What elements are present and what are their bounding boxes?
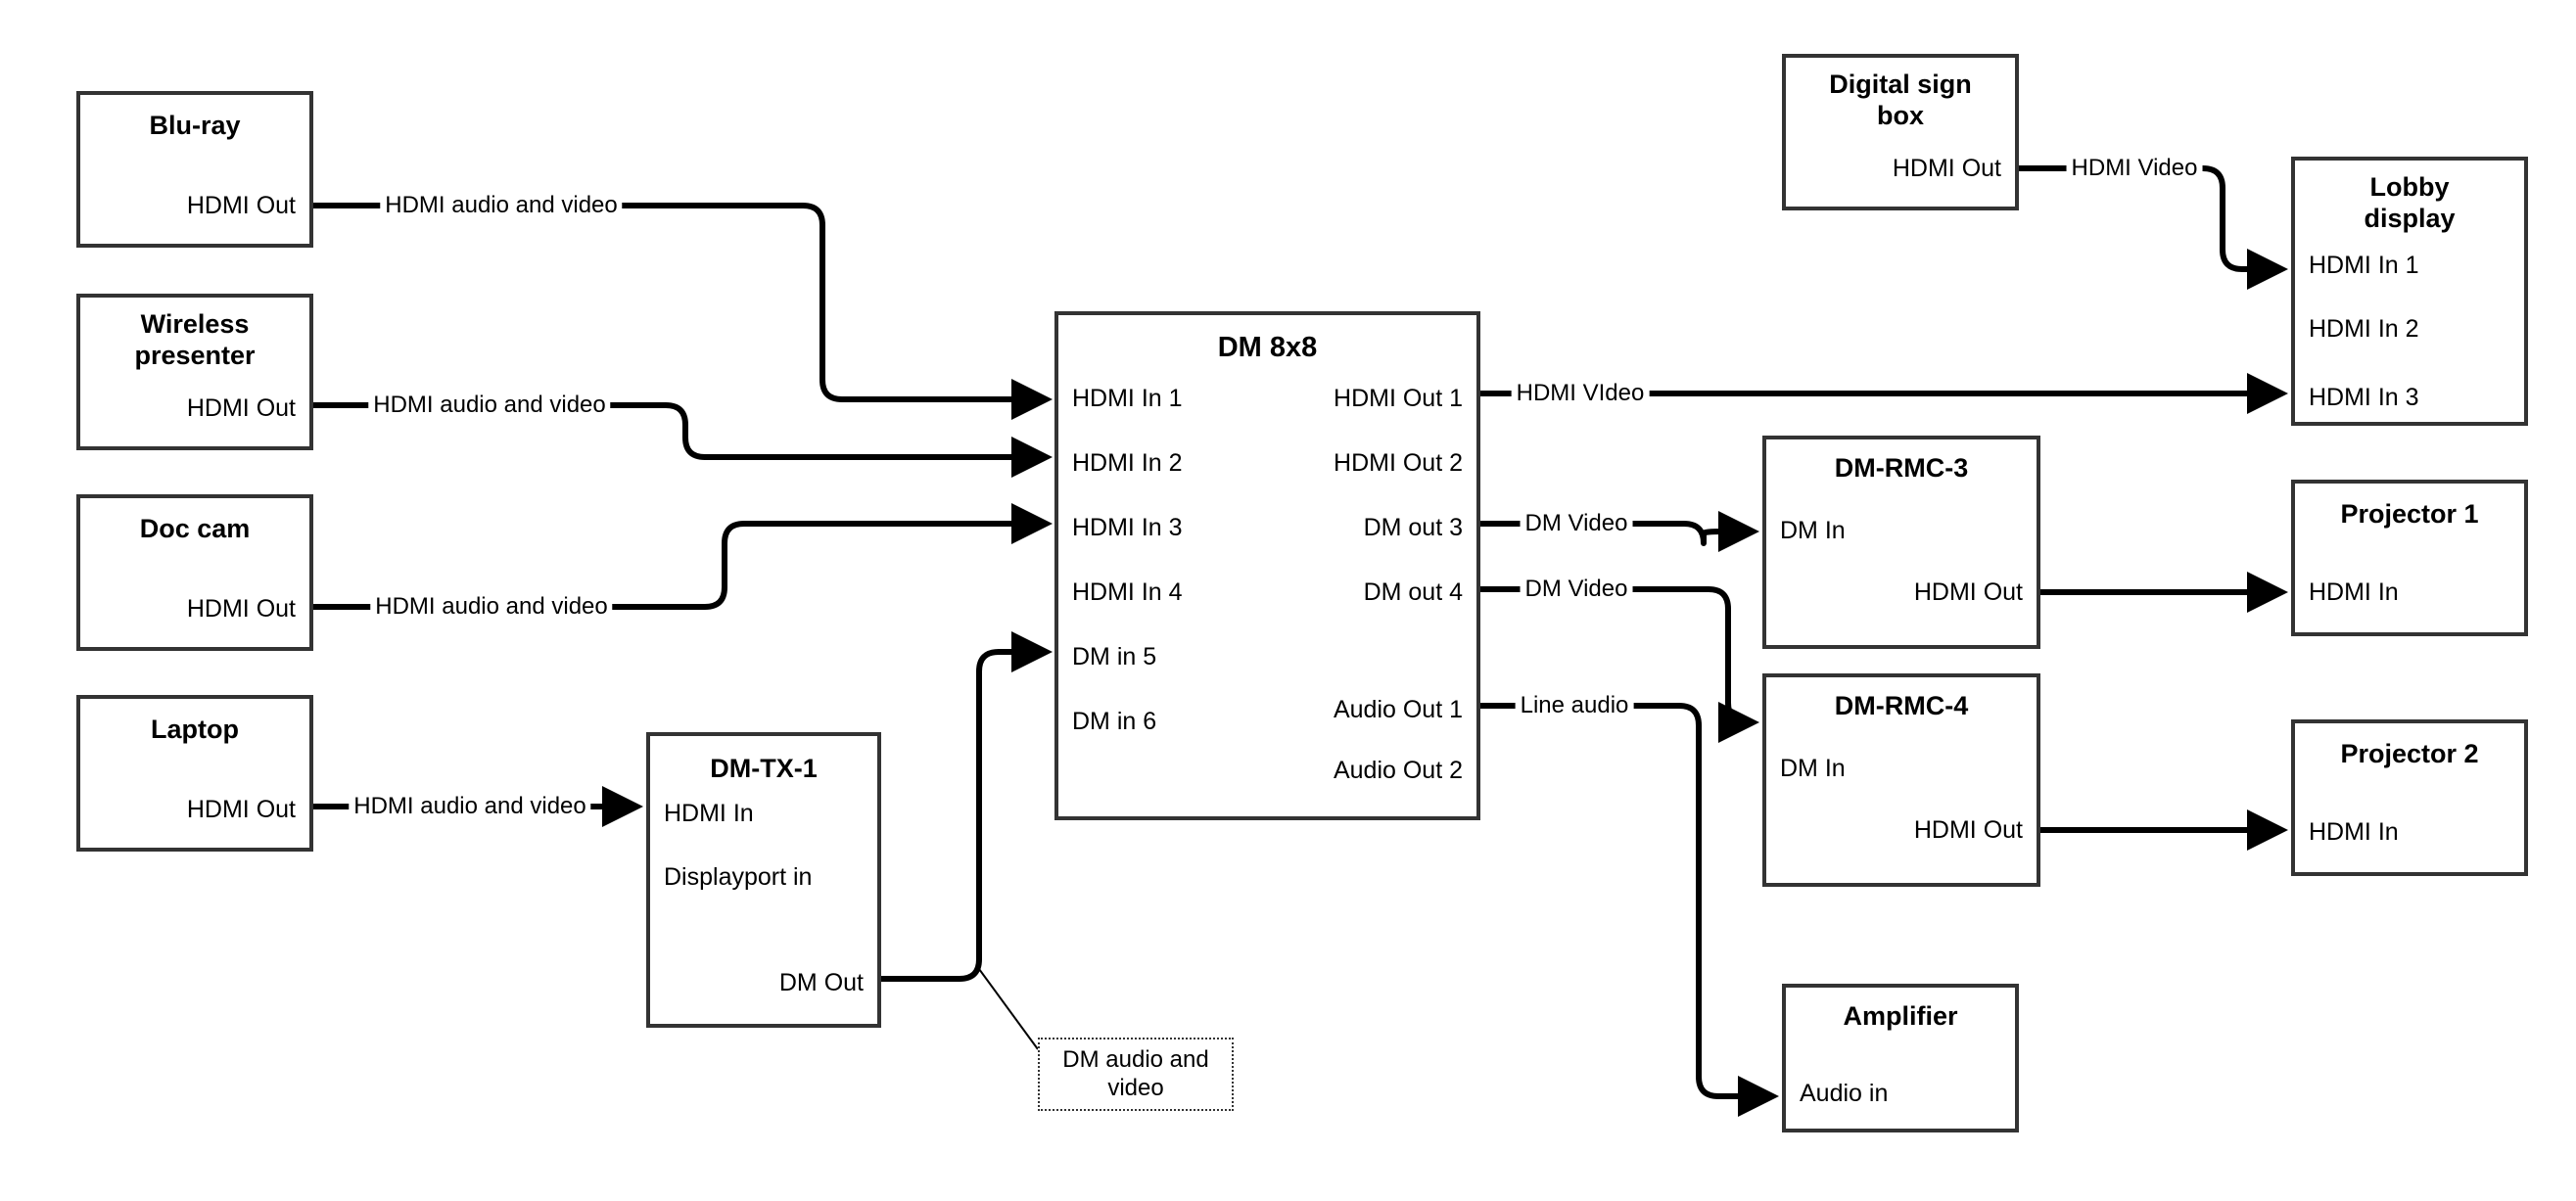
port-dm-tx-1-dm-out[interactable]: DM Out: [778, 969, 864, 996]
port-digital-sign-box-hdmi-out[interactable]: HDMI Out: [1892, 155, 2001, 182]
port-dm-8x8-hdmi-out-2[interactable]: HDMI Out 2: [1334, 449, 1463, 477]
node-dm-8x8-title: DM 8x8: [1217, 332, 1318, 363]
port-dm-8x8-hdmi-in-1[interactable]: HDMI In 1: [1072, 385, 1183, 412]
wire-dmtx1-to-dm8x8: [881, 631, 1053, 982]
port-dm-tx-1-displayport-in[interactable]: Displayport in: [664, 863, 813, 891]
port-dm-8x8-audio-out-2[interactable]: Audio Out 2: [1333, 757, 1463, 784]
node-dm-rmc-4[interactable]: DM-RMC-4 DM In HDMI Out: [1762, 673, 2040, 887]
node-lobby-display-title: Lobby display: [2364, 172, 2456, 233]
port-lobby-display-hdmi-in-3[interactable]: HDMI In 3: [2309, 384, 2419, 411]
wire-bluray-to-dm8x8: [313, 203, 1053, 420]
edge-label-doccam-to-dm8x8: HDMI audio and video: [370, 593, 613, 621]
node-dm-tx-1[interactable]: DM-TX-1 HDMI In Displayport in DM Out: [646, 732, 881, 1028]
node-wireless-presenter-title: Wireless presenter: [134, 309, 256, 370]
edge-label-laptop-to-dmtx1: HDMI audio and video: [349, 793, 591, 820]
callout-dm-audio-and-video: DM audio and video: [1038, 1038, 1234, 1111]
edge-label-sign-to-lobby: HDMI Video: [2066, 155, 2203, 182]
port-dm-8x8-dm-out-4[interactable]: DM out 4: [1363, 578, 1463, 606]
node-laptop-title: Laptop: [151, 715, 239, 744]
port-wireless-presenter-hdmi-out[interactable]: HDMI Out: [186, 394, 296, 422]
edge-label-dm8x8-to-dmrmc3: DM Video: [1520, 510, 1633, 537]
callout-leader-line: [978, 968, 1039, 1050]
node-lobby-display[interactable]: Lobby display HDMI In 1 HDMI In 2 HDMI I…: [2291, 157, 2528, 426]
port-dm-8x8-audio-out-1[interactable]: Audio Out 1: [1333, 696, 1463, 723]
port-dm-8x8-hdmi-in-3[interactable]: HDMI In 3: [1072, 514, 1183, 541]
port-projector-2-hdmi-in[interactable]: HDMI In: [2309, 818, 2399, 846]
port-lobby-display-hdmi-in-1[interactable]: HDMI In 1: [2309, 252, 2419, 279]
edge-label-bluray-to-dm8x8: HDMI audio and video: [380, 192, 623, 219]
port-doc-cam-hdmi-out[interactable]: HDMI Out: [186, 595, 296, 623]
node-dm-tx-1-title: DM-TX-1: [710, 754, 818, 783]
port-dm-8x8-dm-out-3[interactable]: DM out 3: [1363, 514, 1463, 541]
port-dm-rmc-4-dm-in[interactable]: DM In: [1780, 755, 1846, 782]
node-digital-sign-box[interactable]: Digital sign box HDMI Out: [1782, 54, 2019, 210]
edge-label-dm8x8-to-amplifier: Line audio: [1515, 692, 1634, 719]
node-dm-rmc-3-title: DM-RMC-3: [1834, 453, 1969, 483]
port-projector-1-hdmi-in[interactable]: HDMI In: [2309, 578, 2399, 606]
node-amplifier-title: Amplifier: [1843, 1001, 1958, 1031]
port-dm-8x8-dm-in-5[interactable]: DM in 5: [1072, 643, 1157, 670]
node-projector-2[interactable]: Projector 2 HDMI In: [2291, 719, 2528, 876]
port-laptop-hdmi-out[interactable]: HDMI Out: [186, 796, 296, 823]
port-dm-rmc-3-dm-in[interactable]: DM In: [1780, 517, 1846, 544]
wire-dm8x8-to-amplifier: [1480, 703, 1779, 1117]
port-bluray-hdmi-out[interactable]: HDMI Out: [186, 192, 296, 219]
node-wireless-presenter[interactable]: Wireless presenter HDMI Out: [76, 294, 313, 450]
node-digital-sign-box-title: Digital sign box: [1829, 69, 1972, 130]
node-doc-cam-title: Doc cam: [139, 514, 251, 543]
port-dm-8x8-hdmi-in-4[interactable]: HDMI In 4: [1072, 578, 1183, 606]
node-dm-rmc-4-title: DM-RMC-4: [1834, 691, 1969, 720]
port-dm-rmc-3-hdmi-out[interactable]: HDMI Out: [1913, 578, 2023, 606]
node-projector-1-title: Projector 1: [2340, 499, 2479, 529]
port-dm-8x8-dm-in-6[interactable]: DM in 6: [1072, 708, 1157, 735]
edge-label-wireless-to-dm8x8: HDMI audio and video: [368, 392, 611, 419]
port-lobby-display-hdmi-in-2[interactable]: HDMI In 2: [2309, 315, 2419, 343]
port-dm-rmc-4-hdmi-out[interactable]: HDMI Out: [1913, 816, 2023, 844]
node-bluray-title: Blu-ray: [149, 111, 241, 140]
node-dm-8x8[interactable]: DM 8x8 HDMI In 1 HDMI In 2 HDMI In 3 HDM…: [1054, 311, 1480, 820]
node-doc-cam[interactable]: Doc cam HDMI Out: [76, 494, 313, 651]
edge-label-dm8x8-to-dmrmc4: DM Video: [1520, 576, 1633, 603]
port-dm-tx-1-hdmi-in[interactable]: HDMI In: [664, 800, 754, 827]
port-dm-8x8-hdmi-in-2[interactable]: HDMI In 2: [1072, 449, 1183, 477]
node-laptop[interactable]: Laptop HDMI Out: [76, 695, 313, 852]
port-amplifier-audio-in[interactable]: Audio in: [1800, 1080, 1889, 1107]
node-projector-2-title: Projector 2: [2340, 739, 2479, 768]
node-bluray[interactable]: Blu-ray HDMI Out: [76, 91, 313, 248]
node-projector-1[interactable]: Projector 1 HDMI In: [2291, 480, 2528, 636]
port-dm-8x8-hdmi-out-1[interactable]: HDMI Out 1: [1334, 385, 1463, 412]
wire-sign-to-lobby: [2019, 165, 2288, 290]
node-amplifier[interactable]: Amplifier Audio in: [1782, 984, 2019, 1132]
node-dm-rmc-3[interactable]: DM-RMC-3 DM In HDMI Out: [1762, 436, 2040, 649]
edge-label-dm8x8-to-lobby: HDMI VIdeo: [1511, 380, 1650, 407]
